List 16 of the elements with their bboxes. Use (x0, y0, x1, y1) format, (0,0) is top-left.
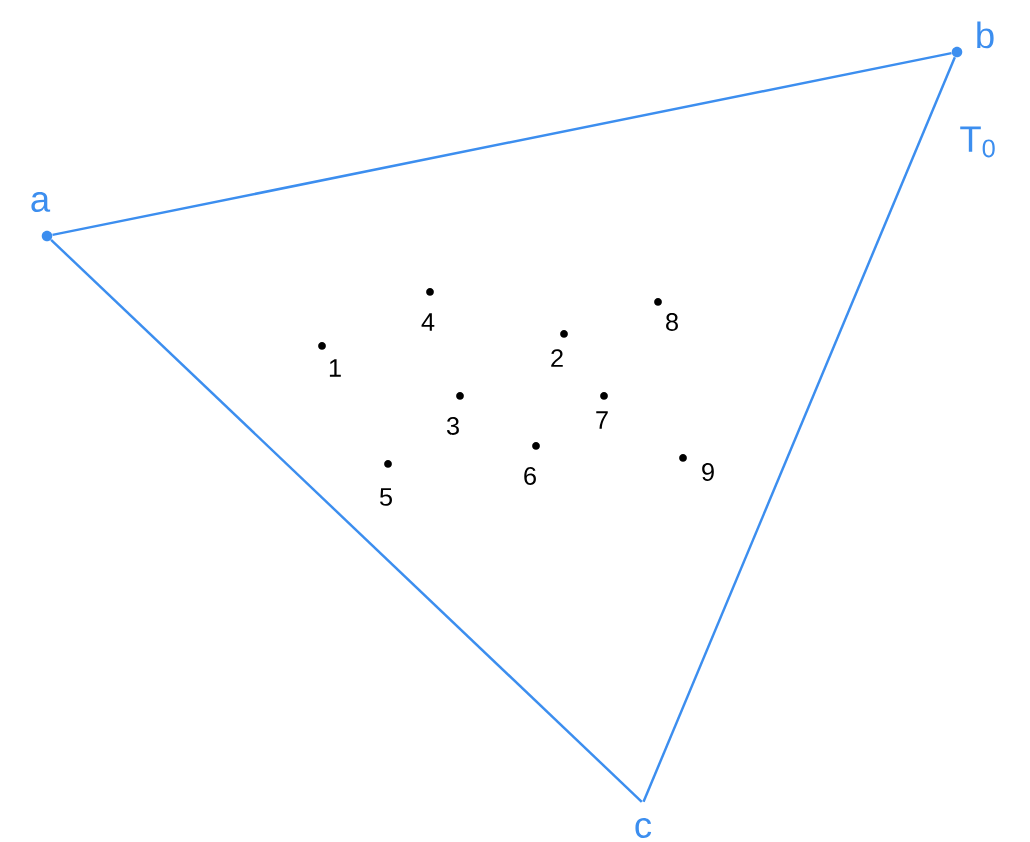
vertex-label: b (977, 21, 994, 49)
vertex-label: c (635, 818, 652, 838)
triangle-side (50, 238, 643, 803)
vertex-label: a (31, 192, 51, 212)
numbered-point: 7 (596, 392, 608, 429)
numbered-point: 1 (318, 342, 341, 377)
numbered-point: 6 (524, 442, 540, 485)
numbered-point: 8 (654, 298, 678, 331)
numbered-point: 9 (679, 454, 714, 481)
triangle-side (642, 56, 956, 803)
triangle-side (52, 51, 952, 237)
numbered-point: 4 (421, 288, 435, 331)
label: T$_{0}$ (960, 126, 995, 158)
numbered-point: 2 (551, 330, 568, 367)
numbered-point: 3 (446, 392, 464, 435)
numbered-point: 5 (380, 460, 392, 506)
